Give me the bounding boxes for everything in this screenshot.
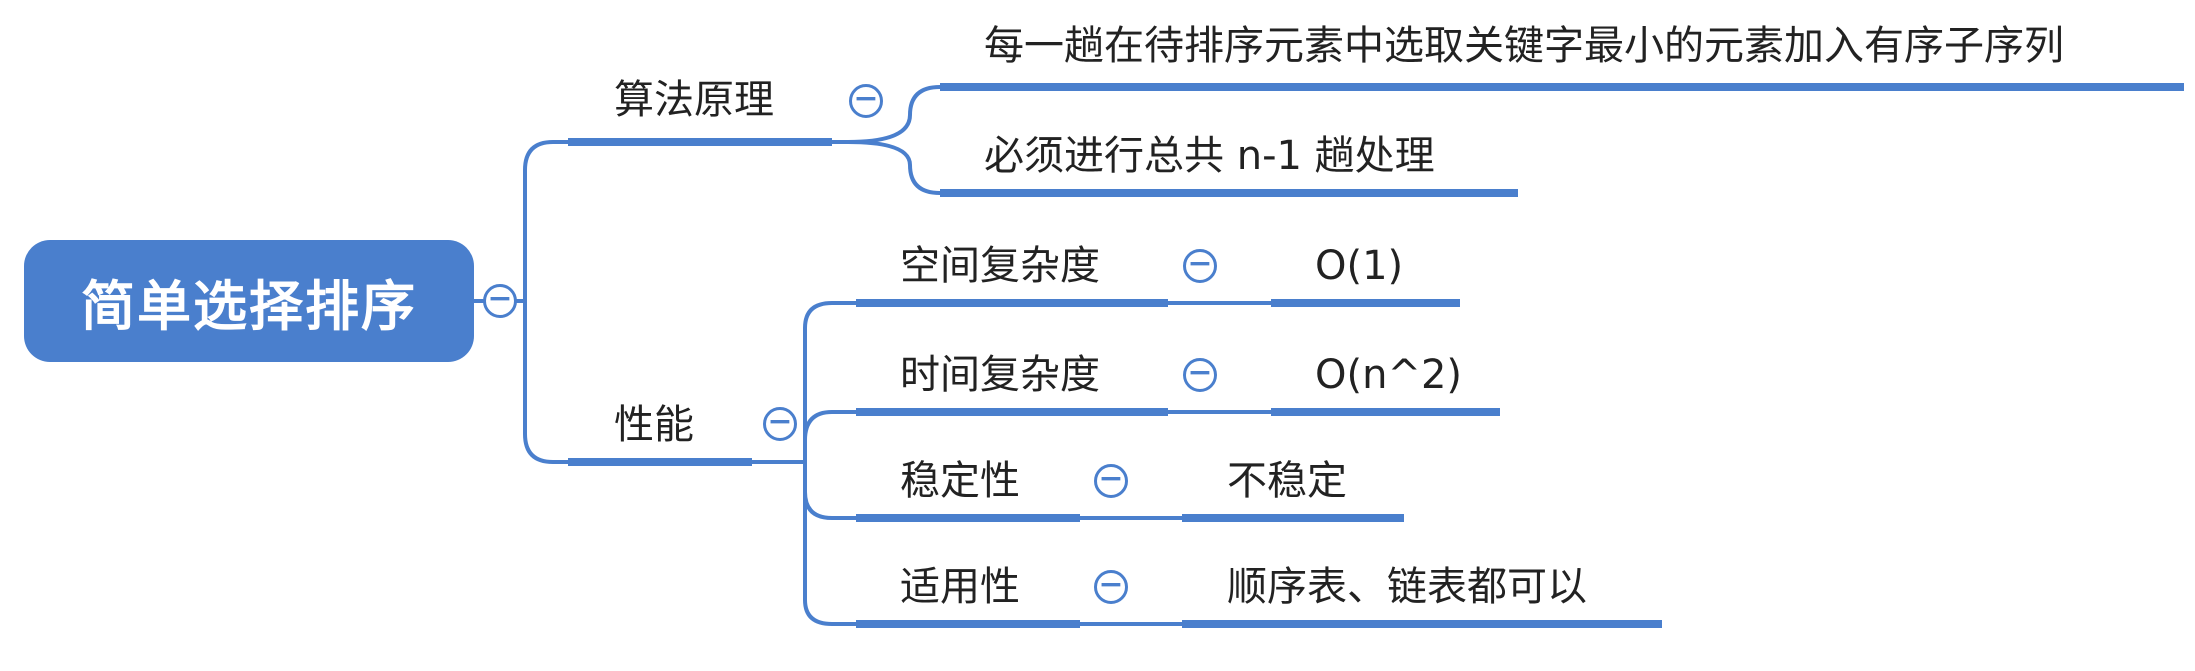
branch-label-performance[interactable]: 性能: [614, 402, 694, 448]
collapse-algorithm-icon[interactable]: −: [849, 84, 883, 118]
value-applicability[interactable]: 顺序表、链表都可以: [1227, 564, 1587, 610]
node-principle[interactable]: 每一趟在待排序元素中选取关键字最小的元素加入有序子序列: [984, 23, 2064, 69]
collapse-stability-icon[interactable]: −: [1094, 464, 1128, 498]
value-space-complexity[interactable]: O(1): [1315, 243, 1404, 289]
connector-algorithm-to-passes: [847, 140, 941, 195]
node-applicability[interactable]: 适用性: [900, 564, 1020, 610]
branch-label-algorithm[interactable]: 算法原理: [614, 77, 774, 123]
collapse-space-icon[interactable]: −: [1183, 249, 1217, 283]
node-stability[interactable]: 稳定性: [900, 458, 1020, 504]
node-passes[interactable]: 必须进行总共 n-1 趟处理: [984, 133, 1435, 179]
node-time-complexity[interactable]: 时间复杂度: [900, 352, 1100, 398]
node-space-complexity[interactable]: 空间复杂度: [900, 243, 1100, 289]
value-time-complexity[interactable]: O(n^2): [1315, 352, 1463, 398]
connector-performance-to-applicability: [803, 462, 856, 626]
collapse-performance-icon[interactable]: −: [763, 407, 797, 441]
connector-algorithm-to-principle: [832, 85, 941, 144]
collapse-root-icon[interactable]: −: [483, 284, 517, 318]
value-stability[interactable]: 不稳定: [1227, 458, 1347, 504]
connector-root-to-algorithm: [474, 140, 568, 303]
collapse-applicability-icon[interactable]: −: [1094, 570, 1128, 604]
connector-performance-to-time: [803, 410, 856, 462]
connector-root-to-performance: [523, 301, 568, 464]
root-node[interactable]: 简单选择排序: [24, 240, 474, 362]
collapse-time-icon[interactable]: −: [1183, 358, 1217, 392]
root-label: 简单选择排序: [81, 274, 417, 338]
connector-performance-to-space: [752, 301, 856, 464]
connector-performance-to-stability: [803, 462, 856, 520]
